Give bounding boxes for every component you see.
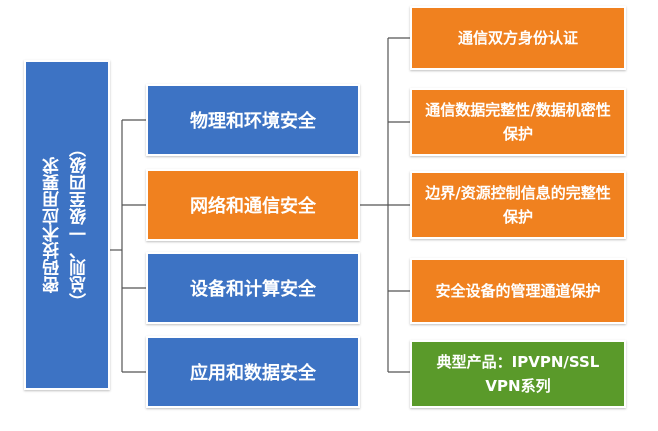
category-label: 设备和计算安全 <box>190 279 316 300</box>
subitem-data-integrity: 通信数据完整性/数据机密性保护 <box>410 88 626 156</box>
root-title: 密码技术应用要求 <box>43 157 63 293</box>
subitem-label: 典型产品：IPVPN/SSL VPN系列 <box>436 353 600 395</box>
subitem-label: 通信双方身份认证 <box>457 29 578 47</box>
category-physical-security: 物理和环境安全 <box>146 84 360 156</box>
category-label: 物理和环境安全 <box>190 111 316 132</box>
subitem-label: 边界/资源控制信息的完整性保护 <box>425 184 611 226</box>
subitem-management-channel: 安全设备的管理通道保护 <box>410 258 626 324</box>
subitem-typical-products: 典型产品：IPVPN/SSL VPN系列 <box>410 340 626 408</box>
category-network-security: 网络和通信安全 <box>146 169 360 241</box>
subitem-label: 通信数据完整性/数据机密性保护 <box>425 101 611 143</box>
category-device-security: 设备和计算安全 <box>146 252 360 324</box>
subitem-boundary-integrity: 边界/资源控制信息的完整性保护 <box>410 171 626 239</box>
category-label: 网络和通信安全 <box>190 196 316 217</box>
subitem-label: 安全设备的管理通道保护 <box>435 282 601 300</box>
category-application-security: 应用和数据安全 <box>146 336 360 408</box>
subitem-identity-auth: 通信双方身份认证 <box>410 6 626 70</box>
root-subtitle: （总则、一级至四级） <box>70 140 90 310</box>
root-node: 密码技术应用要求 （总则、一级至四级） <box>24 60 110 390</box>
category-label: 应用和数据安全 <box>190 363 316 384</box>
